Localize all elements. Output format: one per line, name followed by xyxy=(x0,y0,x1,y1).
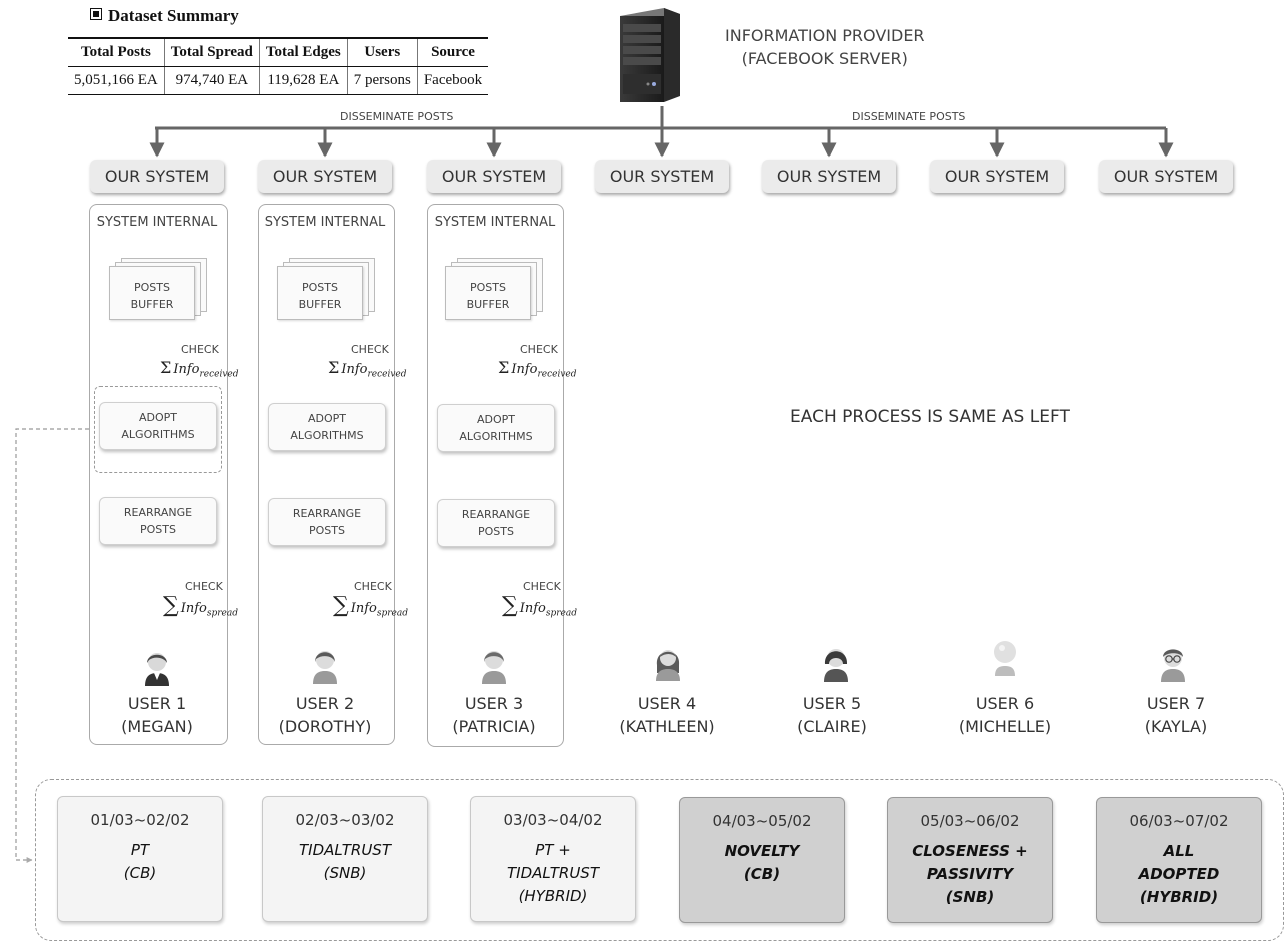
person-glasses-icon xyxy=(1161,649,1185,682)
header-users: Users xyxy=(346,37,418,67)
our-system-box-5: OUR SYSTEM xyxy=(762,160,896,193)
check-label: CHECK xyxy=(523,580,561,593)
our-system-box-3: OUR SYSTEM xyxy=(427,160,561,193)
bald-person-icon xyxy=(994,641,1016,676)
dataset-summary-title: Dataset Summary xyxy=(90,6,239,26)
same-process-note: EACH PROCESS IS SAME AS LEFT xyxy=(790,407,1070,427)
woman-suit-icon xyxy=(145,653,169,686)
posts-buffer: POSTS BUFFER xyxy=(277,258,375,320)
square-bullet-icon xyxy=(90,8,102,20)
user-label-3: USER 3(PATRICIA) xyxy=(452,694,536,736)
woman-bob-icon xyxy=(824,649,848,682)
system-internal-title: SYSTEM INTERNAL xyxy=(434,215,556,230)
user-label-4: USER 4(KATHLEEN) xyxy=(619,694,715,736)
our-system-box-1: OUR SYSTEM xyxy=(90,160,224,193)
header-total-spread: Total Spread xyxy=(163,37,260,67)
user-label-5: USER 5(CLAIRE) xyxy=(797,694,867,736)
check-label: CHECK xyxy=(351,343,389,356)
user-label-7: USER 7(KAYLA) xyxy=(1144,694,1208,736)
cell-total-spread: 974,740 EA xyxy=(163,66,260,95)
cell-users: 7 persons xyxy=(346,66,418,95)
buffer-line1: POSTS xyxy=(302,281,338,294)
woman-long-hair-icon xyxy=(656,650,680,681)
system-internal-title: SYSTEM INTERNAL xyxy=(264,215,386,230)
cell-source: Facebook xyxy=(416,66,489,95)
user-label-1: USER 1(MEGAN) xyxy=(121,694,193,736)
info-spread-formula: ∑Infospread xyxy=(502,593,578,619)
algorithm-link-line xyxy=(15,428,96,863)
user-label-2: USER 2(DOROTHY) xyxy=(278,694,372,736)
user-label-6: USER 6(MICHELLE) xyxy=(958,694,1052,736)
table-header-row: Total Posts Total Spread Total Edges Use… xyxy=(68,37,489,67)
buffer-line2: BUFFER xyxy=(130,298,174,311)
system-internal-title: SYSTEM INTERNAL xyxy=(96,215,218,230)
our-system-box-2: OUR SYSTEM xyxy=(258,160,392,193)
posts-buffer: POSTS BUFFER xyxy=(109,258,207,320)
adopt-selection-outline xyxy=(94,386,222,473)
check-label: CHECK xyxy=(181,343,219,356)
header-source: Source xyxy=(416,37,489,67)
woman-icon xyxy=(313,651,337,684)
woman-icon xyxy=(482,651,506,684)
disseminate-label-right: DISSEMINATE POSTS xyxy=(852,110,966,123)
check-label: CHECK xyxy=(185,580,223,593)
our-system-box-7: OUR SYSTEM xyxy=(1099,160,1233,193)
provider-title: INFORMATION PROVIDER xyxy=(725,26,925,45)
info-spread-formula: ∑Infospread xyxy=(333,593,409,619)
our-system-box-4: OUR SYSTEM xyxy=(595,160,729,193)
check-label: CHECK xyxy=(354,580,392,593)
server-icon xyxy=(620,8,680,102)
check-label: CHECK xyxy=(520,343,558,356)
algorithm-timeline-panel xyxy=(35,779,1284,941)
dataset-summary-table: Total Posts Total Spread Total Edges Use… xyxy=(68,37,489,95)
header-total-posts: Total Posts xyxy=(68,37,165,67)
cell-total-edges: 119,628 EA xyxy=(258,66,348,95)
buffer-line2: BUFFER xyxy=(466,298,510,311)
posts-buffer: POSTS BUFFER xyxy=(445,258,543,320)
header-total-edges: Total Edges xyxy=(258,37,348,67)
buffer-line1: POSTS xyxy=(470,281,506,294)
information-provider-label: INFORMATION PROVIDER (FACEBOOK SERVER) xyxy=(725,24,925,70)
our-system-box-6: OUR SYSTEM xyxy=(930,160,1064,193)
table-row: 5,051,166 EA 974,740 EA 119,628 EA 7 per… xyxy=(68,66,489,95)
cell-total-posts: 5,051,166 EA xyxy=(68,66,165,95)
disseminate-label-left: DISSEMINATE POSTS xyxy=(340,110,454,123)
buffer-line1: POSTS xyxy=(134,281,170,294)
dissemination-bus xyxy=(149,106,1174,158)
info-spread-formula: ∑Infospread xyxy=(163,593,239,619)
buffer-line2: BUFFER xyxy=(298,298,342,311)
provider-subtitle: (FACEBOOK SERVER) xyxy=(741,49,908,68)
